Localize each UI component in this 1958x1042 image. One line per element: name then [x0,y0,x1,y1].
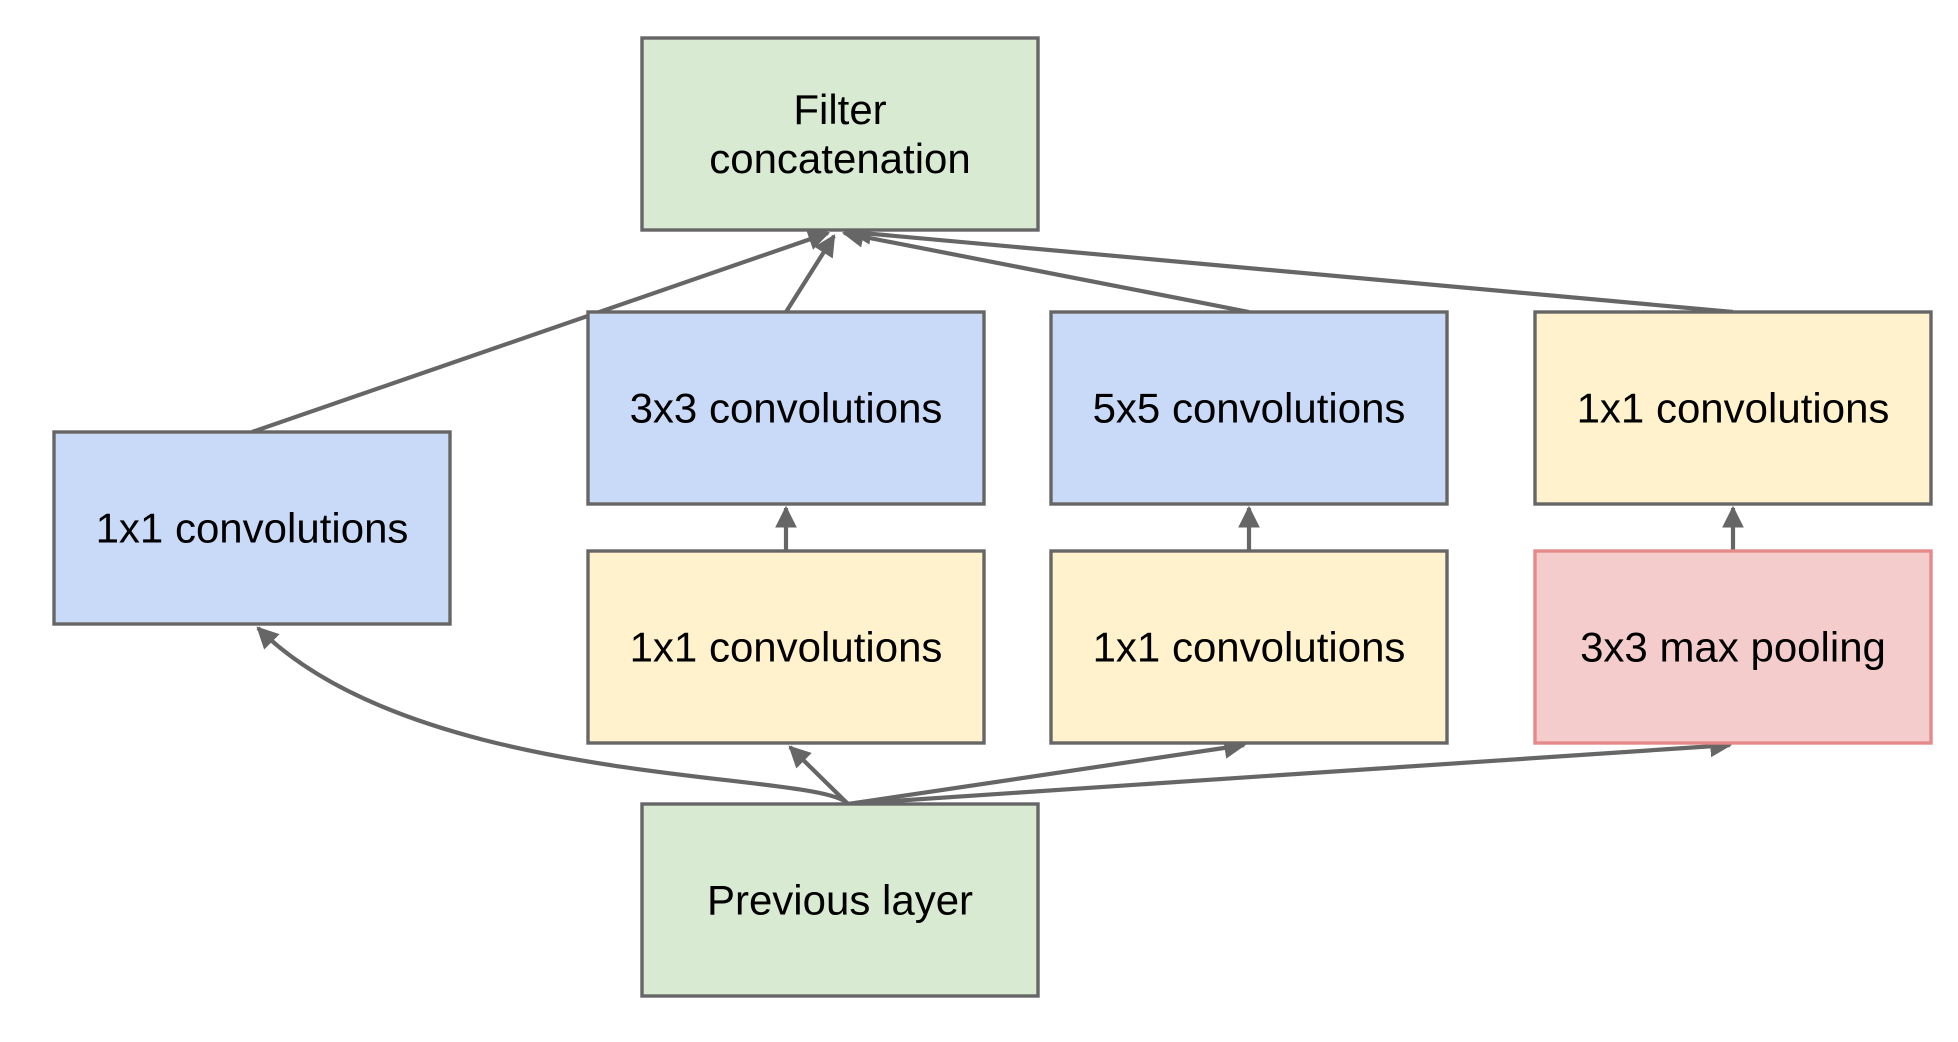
arrow-conv1x1-pool-proj-to-filter-concat [848,222,1734,315]
node-conv1x1-reduce-5x5: 1x1 convolutions [1049,549,1449,745]
node-box-maxpool3x3 [1533,549,1933,745]
node-maxpool3x3: 3x3 max pooling [1533,549,1933,745]
node-box-conv1x1-left [52,430,452,626]
node-box-conv1x1-pool-proj [1533,310,1933,506]
node-label-conv1x1-pool-proj: 1x1 convolutions [1577,385,1890,432]
arrow-previous-layer-to-conv1x1-left [256,626,850,806]
node-conv1x1-reduce-3x3: 1x1 convolutions [586,549,986,745]
arrow-conv5x5-to-filter-concat [841,226,1250,315]
arrow-previous-layer-to-conv1x1-reduce-3x3 [788,745,850,806]
arrow-previous-layer-to-conv1x1-reduce-5x5 [847,737,1247,807]
node-box-conv1x1-reduce-5x5 [1049,549,1449,745]
arrow-conv3x3-to-filter-concat [784,234,836,314]
node-conv5x5: 5x5 convolutions [1049,310,1449,506]
edges-layer [251,222,1744,807]
arrow-previous-layer-to-maxpool3x3 [847,735,1733,807]
node-box-filter-concat [640,36,1040,232]
node-label-conv5x5: 5x5 convolutions [1093,385,1406,432]
node-conv1x1-left: 1x1 convolutions [52,430,452,626]
node-conv3x3: 3x3 convolutions [586,310,986,506]
node-label-conv3x3: 3x3 convolutions [630,385,943,432]
node-label-filter-concat-line-2: concatenation [709,135,971,182]
node-box-conv5x5 [1049,310,1449,506]
node-box-conv3x3 [586,310,986,506]
node-label-conv1x1-reduce-5x5: 1x1 convolutions [1093,624,1406,671]
node-conv1x1-pool-proj: 1x1 convolutions [1533,310,1933,506]
node-label-conv1x1-reduce-3x3: 1x1 convolutions [630,624,943,671]
node-label-filter-concat-line-1: Filter [793,86,886,133]
node-previous-layer: Previous layer [640,802,1040,998]
node-box-conv1x1-reduce-3x3 [586,549,986,745]
arrow-conv1x1-left-to-filter-concat [251,229,831,434]
node-label-previous-layer: Previous layer [707,877,973,924]
node-label-maxpool3x3: 3x3 max pooling [1580,624,1886,671]
node-label-conv1x1-left: 1x1 convolutions [96,505,409,552]
node-box-previous-layer [640,802,1040,998]
